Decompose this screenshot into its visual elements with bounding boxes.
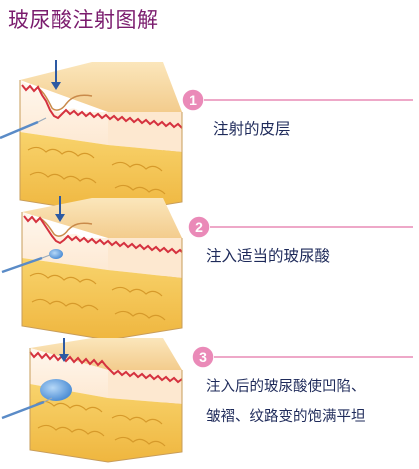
skin-block-1 [0,60,183,215]
step-number-1: 1 [189,92,197,108]
step-3-label-line2: 皱褶、纹路变的饱满平坦 [206,409,366,425]
step-3-label-line1: 注入后的玻尿酸使凹陷、 [206,379,366,395]
skin-block-3 [1,338,183,463]
step-number-2: 2 [195,219,203,235]
filler-large [40,379,72,401]
block-top-face [20,62,182,112]
step-2-label: 注入适当的玻尿酸 [206,247,331,265]
filler-small [49,249,63,259]
step-badge-1: 1 [181,88,205,112]
step-badge-2: 2 [187,215,211,239]
step-number-3: 3 [199,349,207,365]
step-1-label: 注射的皮层 [213,120,291,138]
skin-block-2 [1,196,183,341]
step-badge-3: 3 [191,345,215,369]
page-title: 玻尿酸注射图解 [8,8,159,32]
